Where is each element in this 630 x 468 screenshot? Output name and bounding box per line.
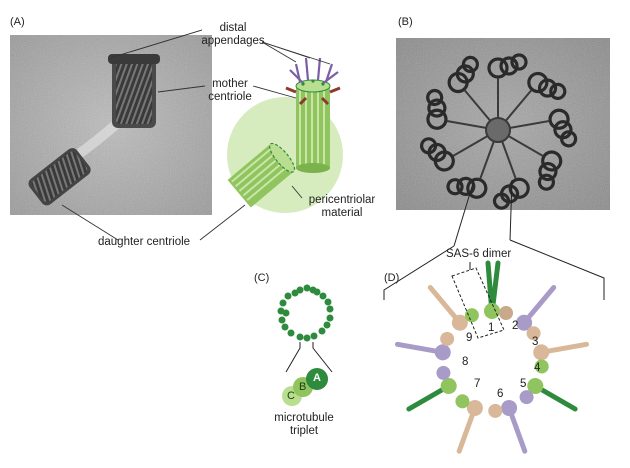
label-centriole: centriole [208,91,252,103]
ring-number-3: 3 [532,336,539,348]
microtubule-triplet [282,368,328,406]
panel-b-letter: (B) [398,16,413,28]
em-micrograph-b [396,38,610,210]
label-microtubule-triplet: microtubule triplet [266,412,342,438]
schematic-a [227,57,343,213]
label-pericentriolar-material: pericentriolar material [290,194,394,220]
em-mother-centriole [108,54,160,128]
panel-c-letter: (C) [254,272,270,284]
mother-centriole-cylinder [285,57,341,173]
bracket-b-to-d [383,179,605,300]
label-mother-centriole: mother centriole [204,78,256,104]
ring-number-4: 4 [534,362,541,374]
label-daughter-centriole: daughter centriole [98,236,191,248]
ring-number-8: 8 [462,356,469,368]
tubule-a-label: A [313,372,321,384]
panel-a-letter: (A) [10,16,25,28]
label-appendages: appendages [201,35,265,47]
label-triplet: triplet [289,425,319,437]
tubule-b-label: B [299,381,307,393]
tubule-a-circle [306,368,328,390]
ring-number-7: 7 [474,378,481,390]
ring-number-5: 5 [520,378,527,390]
ring-number-6: 6 [497,388,504,400]
ring-number-1: 1 [488,322,495,334]
tubule-c-label: C [287,390,295,402]
label-distal-appendages: distal appendages [200,22,266,48]
sas6-ring-d [394,260,590,454]
daughter-centriole-cylinder [227,142,296,208]
em-daughter-centriole [28,148,91,206]
label-distal: distal [219,22,247,34]
distal-appendages-purple [289,57,339,85]
label-microtubule: microtubule [274,412,334,424]
label-mother: mother [212,78,248,90]
leader-lines-a [61,29,331,241]
sas6-dimer-box [451,267,505,339]
label-material: material [321,207,363,219]
panel-d-letter: (D) [384,272,400,284]
label-sas6-dimer: SAS-6 dimer [446,248,512,260]
em-micrograph-a [10,35,212,215]
triplet-ring-c [277,284,334,342]
ring-number-2: 2 [512,320,519,332]
label-pericentriolar: pericentriolar [308,194,376,206]
zoom-bracket-c [285,342,333,373]
ring-number-9: 9 [466,332,473,344]
